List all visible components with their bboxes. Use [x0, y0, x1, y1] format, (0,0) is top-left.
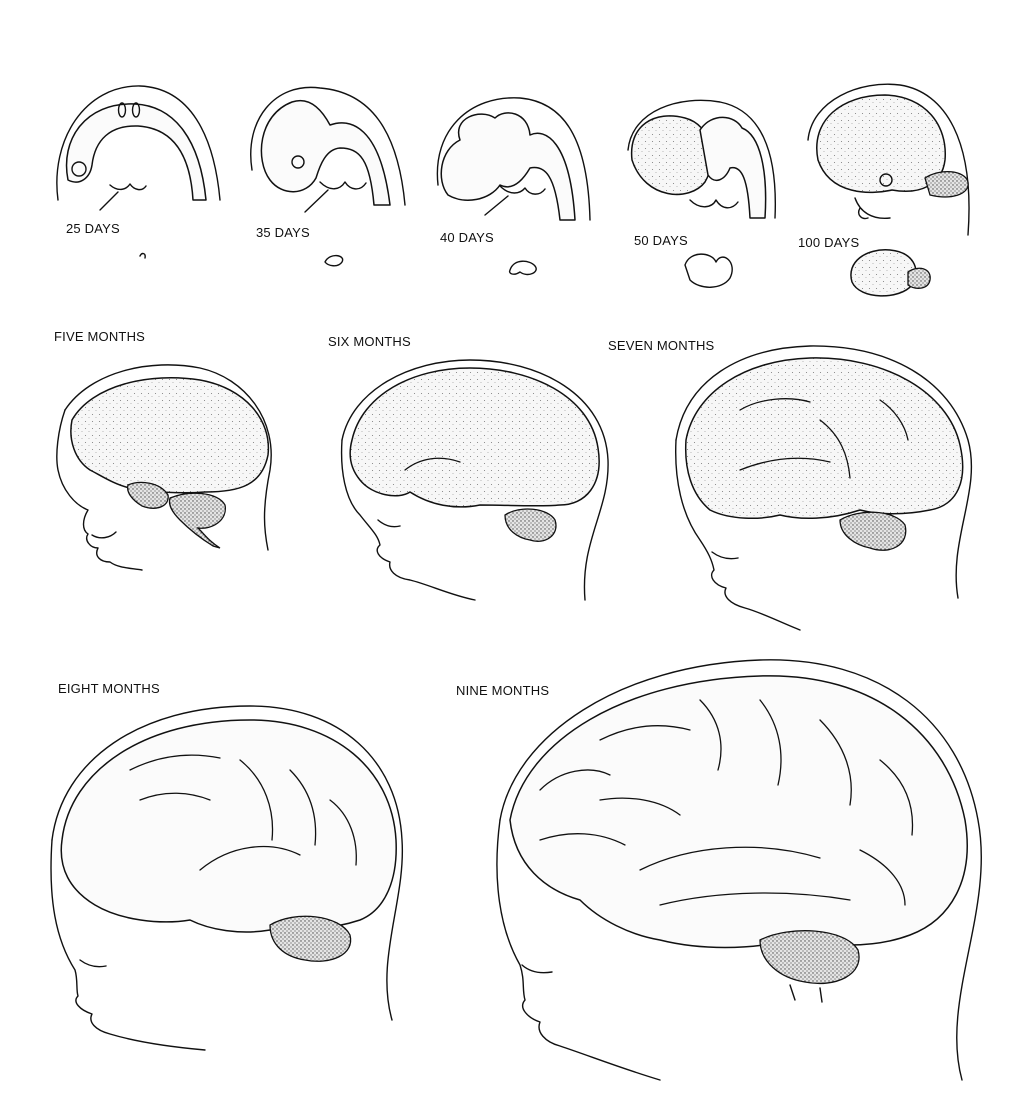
stage-50-days [627, 99, 777, 288]
label-five-months: FIVE MONTHS [54, 329, 145, 344]
label-seven-months: SEVEN MONTHS [608, 338, 715, 353]
label-35-days: 35 DAYS [256, 225, 310, 240]
label-nine-months: NINE MONTHS [456, 683, 549, 698]
stage-35-days [250, 86, 406, 267]
label-six-months: SIX MONTHS [328, 334, 411, 349]
label-100-days: 100 DAYS [798, 235, 859, 250]
stage-40-days [436, 97, 591, 276]
stage-five-months [56, 364, 272, 571]
label-eight-months: EIGHT MONTHS [58, 681, 160, 696]
label-50-days: 50 DAYS [634, 233, 688, 248]
stage-six-months [340, 359, 609, 601]
label-25-days: 25 DAYS [66, 221, 120, 236]
stage-nine-months [496, 659, 982, 1081]
stage-100-days [807, 83, 970, 297]
stage-eight-months [50, 705, 404, 1051]
stage-seven-months [675, 345, 973, 631]
stage-25-days [56, 85, 221, 259]
label-40-days: 40 DAYS [440, 230, 494, 245]
